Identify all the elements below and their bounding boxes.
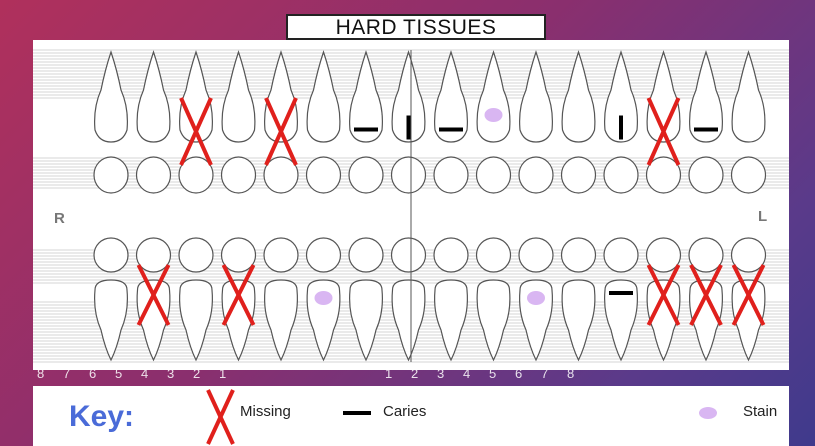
upper-tooth-buccal	[477, 52, 510, 142]
legend-key: Key: Missing Caries Stain	[33, 386, 789, 446]
caries-key-icon	[343, 408, 375, 418]
upper-tooth-occlusal	[519, 157, 553, 193]
stain-mark	[485, 108, 503, 122]
stain-mark	[315, 291, 333, 305]
tooth-number: 7	[63, 366, 70, 381]
lower-tooth-occlusal	[604, 238, 638, 272]
dental-chart-svg	[33, 40, 789, 370]
lower-tooth-buccal	[350, 280, 383, 360]
upper-tooth-buccal	[562, 52, 595, 142]
lower-tooth-occlusal	[519, 238, 553, 272]
tooth-number: 6	[515, 366, 522, 381]
tooth-number: 8	[37, 366, 44, 381]
tooth-number: 5	[115, 366, 122, 381]
upper-tooth-occlusal	[222, 157, 256, 193]
key-title: Key:	[69, 400, 134, 434]
tooth-number: 4	[141, 366, 148, 381]
left-side-label: L	[758, 208, 767, 225]
upper-tooth-occlusal	[689, 157, 723, 193]
tooth-number: 1	[385, 366, 392, 381]
tooth-number: 4	[463, 366, 470, 381]
tooth-number: 2	[193, 366, 200, 381]
lower-tooth-occlusal	[562, 238, 596, 272]
caries-mark	[407, 116, 411, 140]
upper-tooth-occlusal	[94, 157, 128, 193]
upper-tooth-buccal	[95, 52, 128, 142]
upper-tooth-buccal	[732, 52, 765, 142]
tooth-number-row: 8 7 6 5 4 3 2 1 1 2 3 4 5 6 7 8	[0, 364, 815, 386]
tooth-number: 6	[89, 366, 96, 381]
stain-key-label: Stain	[743, 403, 777, 420]
lower-tooth-occlusal	[179, 238, 213, 272]
lower-tooth-occlusal	[94, 238, 128, 272]
lower-tooth-buccal	[435, 280, 468, 360]
upper-tooth-occlusal	[434, 157, 468, 193]
lower-tooth-occlusal	[349, 238, 383, 272]
caries-mark	[694, 128, 718, 132]
upper-tooth-occlusal	[604, 157, 638, 193]
lower-tooth-occlusal	[392, 238, 426, 272]
upper-tooth-occlusal	[732, 157, 766, 193]
upper-tooth-buccal	[520, 52, 553, 142]
lower-tooth-occlusal	[264, 238, 298, 272]
lower-tooth-buccal	[392, 280, 425, 360]
upper-tooth-occlusal	[562, 157, 596, 193]
tooth-number: 8	[567, 366, 574, 381]
upper-tooth-buccal	[137, 52, 170, 142]
upper-tooth-buccal	[222, 52, 255, 142]
upper-tooth-occlusal	[392, 157, 426, 193]
missing-key-label: Missing	[240, 403, 291, 420]
dental-chart: R L	[33, 40, 789, 370]
lower-tooth-buccal	[562, 280, 595, 360]
caries-key-label: Caries	[383, 403, 426, 420]
caries-mark	[619, 116, 623, 140]
upper-tooth-occlusal	[477, 157, 511, 193]
caries-mark	[354, 128, 378, 132]
lower-tooth-occlusal	[307, 238, 341, 272]
tooth-number: 3	[167, 366, 174, 381]
tooth-number: 1	[219, 366, 226, 381]
stain-mark	[527, 291, 545, 305]
lower-tooth-buccal	[477, 280, 510, 360]
missing-key-icon	[203, 388, 239, 446]
upper-tooth-occlusal	[349, 157, 383, 193]
tooth-number: 2	[411, 366, 418, 381]
caries-mark	[439, 128, 463, 132]
upper-tooth-occlusal	[137, 157, 171, 193]
tooth-number: 5	[489, 366, 496, 381]
caries-mark	[609, 291, 633, 295]
lower-tooth-buccal	[180, 280, 213, 360]
right-side-label: R	[54, 210, 65, 227]
tooth-number: 3	[437, 366, 444, 381]
upper-tooth-occlusal	[307, 157, 341, 193]
upper-tooth-buccal	[307, 52, 340, 142]
tooth-number: 7	[541, 366, 548, 381]
lower-tooth-occlusal	[434, 238, 468, 272]
lower-tooth-occlusal	[477, 238, 511, 272]
lower-tooth-buccal	[95, 280, 128, 360]
chart-title: HARD TISSUES	[286, 14, 546, 40]
lower-tooth-buccal	[265, 280, 298, 360]
stain-key-icon	[697, 404, 719, 422]
